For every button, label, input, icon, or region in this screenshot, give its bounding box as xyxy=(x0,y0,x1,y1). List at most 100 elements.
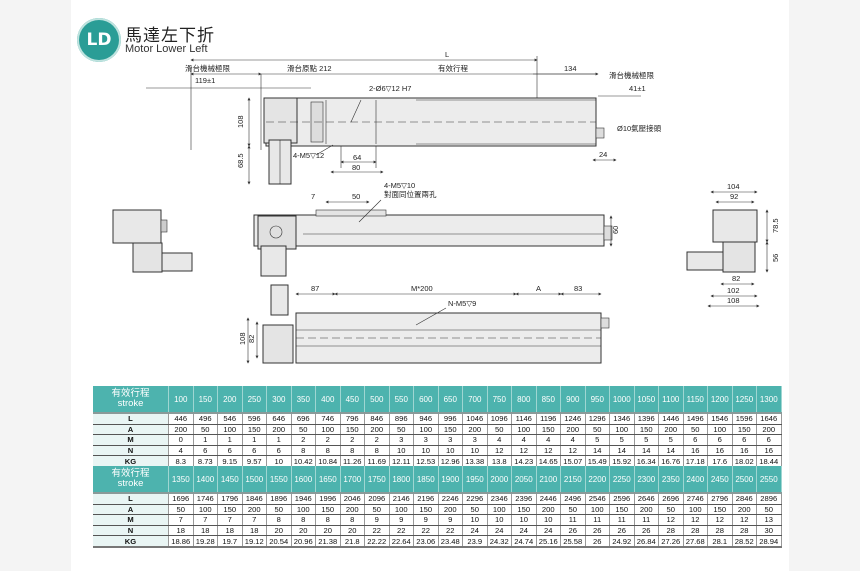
value-cell: 2446 xyxy=(536,493,561,505)
value-cell: 18 xyxy=(242,525,267,537)
value-cell: 7 xyxy=(193,514,218,526)
stroke-cell: 1600 xyxy=(291,466,316,494)
value-cell: 1796 xyxy=(217,493,243,505)
value-cell: 200 xyxy=(242,504,267,516)
value-cell: 4 xyxy=(487,434,512,446)
value-cell: 6 xyxy=(266,445,292,457)
value-cell: 200 xyxy=(266,424,292,436)
row-label: L xyxy=(93,493,169,505)
label-slide-limit-right: 滑台機械極限 xyxy=(609,70,654,80)
stroke-cell: 1900 xyxy=(438,466,463,494)
value-cell: 2046 xyxy=(340,493,365,505)
value-cell: 200 xyxy=(462,424,488,436)
value-cell: 20 xyxy=(266,525,292,537)
value-cell: 13.8 xyxy=(487,455,512,468)
value-cell: 21.38 xyxy=(315,535,341,548)
value-cell: 2796 xyxy=(707,493,733,505)
value-cell: 1096 xyxy=(487,413,512,425)
dim-78-5: 78.5 xyxy=(771,218,780,233)
value-cell: 24 xyxy=(487,525,512,537)
value-cell: 5 xyxy=(634,434,659,446)
value-cell: 1 xyxy=(217,434,243,446)
value-cell: 10 xyxy=(266,455,292,468)
value-cell: 100 xyxy=(315,424,341,436)
stroke-cell: 1750 xyxy=(364,466,390,494)
value-cell: 2 xyxy=(291,434,316,446)
stroke-cell: 650 xyxy=(438,386,463,414)
value-cell: 14 xyxy=(634,445,659,457)
value-cell: 200 xyxy=(438,504,463,516)
end-view-right xyxy=(686,190,769,308)
value-cell: 16 xyxy=(732,445,757,457)
stroke-header-cn: 有效行程 xyxy=(111,388,150,399)
stroke-header-en: stroke xyxy=(117,398,144,409)
value-cell: 8 xyxy=(315,514,341,526)
value-cell: 14 xyxy=(658,445,684,457)
value-cell: 6 xyxy=(193,445,218,457)
value-cell: 8 xyxy=(340,445,365,457)
stroke-cell: 850 xyxy=(536,386,561,414)
thread-callout-top: 4-M5▽12 xyxy=(293,151,324,160)
value-cell: 7 xyxy=(217,514,243,526)
value-cell: 100 xyxy=(487,504,512,516)
value-cell: 496 xyxy=(193,413,218,425)
value-cell: 30 xyxy=(756,525,782,537)
stroke-cell: 1950 xyxy=(462,466,488,494)
row-label: A xyxy=(93,424,169,436)
stroke-cell: 2450 xyxy=(707,466,733,494)
value-cell: 11 xyxy=(634,514,659,526)
value-cell: 26 xyxy=(585,525,610,537)
stroke-cell: 500 xyxy=(364,386,390,414)
value-cell: 2 xyxy=(364,434,390,446)
value-cell: 1346 xyxy=(609,413,635,425)
row-label: L xyxy=(93,413,169,425)
value-cell: 19.12 xyxy=(242,535,267,548)
top-view xyxy=(146,56,641,185)
stroke-cell: 2050 xyxy=(511,466,537,494)
value-cell: 2896 xyxy=(756,493,782,505)
value-cell: 19.7 xyxy=(217,535,243,548)
value-cell: 1896 xyxy=(266,493,292,505)
value-cell: 150 xyxy=(511,504,537,516)
value-cell: 12.53 xyxy=(413,455,439,468)
value-cell: 16.76 xyxy=(658,455,684,468)
value-cell: 50 xyxy=(364,504,390,516)
value-cell: 18 xyxy=(217,525,243,537)
label-slide-limit-left: 滑台機械極限 xyxy=(185,63,230,73)
row-label: N xyxy=(93,445,169,457)
value-cell: 596 xyxy=(242,413,267,425)
value-cell: 6 xyxy=(242,445,267,457)
value-cell: 50 xyxy=(168,504,194,516)
stroke-cell: 1650 xyxy=(315,466,341,494)
value-cell: 12 xyxy=(560,445,586,457)
stroke-cell: 250 xyxy=(242,386,267,414)
spec-sheet-page: LD 馬達左下折 Motor Lower Left xyxy=(71,0,789,571)
stroke-cell: 300 xyxy=(266,386,292,414)
value-cell: 8 xyxy=(364,445,390,457)
value-cell: 28.1 xyxy=(707,535,733,548)
value-cell: 200 xyxy=(732,504,757,516)
value-cell: 9 xyxy=(438,514,463,526)
value-cell: 3 xyxy=(413,434,439,446)
value-cell: 2396 xyxy=(511,493,537,505)
value-cell: 24 xyxy=(462,525,488,537)
value-cell: 6 xyxy=(683,434,708,446)
title-english: Motor Lower Left xyxy=(125,43,208,55)
value-cell: 10 xyxy=(511,514,537,526)
value-cell: 20 xyxy=(315,525,341,537)
value-cell: 11 xyxy=(609,514,635,526)
value-cell: 6 xyxy=(732,434,757,446)
value-cell: 10 xyxy=(462,514,488,526)
value-cell: 28 xyxy=(732,525,757,537)
value-cell: 200 xyxy=(536,504,561,516)
side-view xyxy=(253,199,613,277)
stroke-cell: 800 xyxy=(511,386,537,414)
value-cell: 18.44 xyxy=(756,455,782,468)
